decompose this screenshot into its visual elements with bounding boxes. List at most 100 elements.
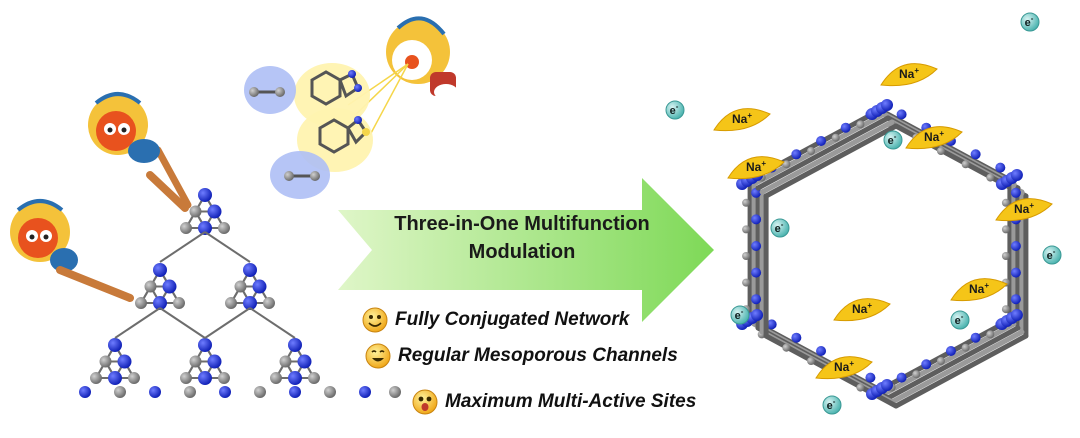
electron: e- (883, 130, 903, 150)
electron: e- (770, 218, 790, 238)
modulation-arrow (338, 178, 714, 322)
nitrogen-atom (995, 162, 1006, 173)
sodium-ion: Na+ (995, 198, 1053, 222)
nitrogen-atom (896, 372, 907, 383)
grin-smiley-icon (365, 343, 391, 369)
electron-label: e- (827, 397, 836, 412)
nitrogen-atom (970, 332, 981, 343)
carbon-atom (742, 225, 751, 234)
nitrogen-atom (288, 338, 302, 352)
nitrogen-atom (751, 294, 762, 305)
carbon-atom (389, 386, 401, 398)
nitrogen-atom (896, 109, 907, 120)
nitrogen-atom (198, 188, 212, 202)
nitrogen-atom (865, 372, 876, 383)
feature-label: Maximum Multi-Active Sites (445, 391, 697, 412)
carbon-atom (173, 297, 185, 310)
staff-line (56, 266, 134, 302)
happy-smiley-icon (362, 307, 388, 333)
carbon-atom (189, 355, 202, 368)
electron-label: e- (1047, 247, 1056, 262)
carbon-atom (936, 147, 945, 155)
electron: e- (665, 100, 685, 120)
electron: e- (950, 310, 970, 330)
sodium-ion-label: Na+ (969, 281, 989, 296)
nitrogen-atom (219, 386, 231, 398)
nitrogen-atom (117, 354, 132, 369)
sodium-ion-label: Na+ (899, 66, 919, 81)
carbon-atom (1001, 305, 1010, 314)
nitrogen-atom (108, 338, 122, 352)
carbon-atom (856, 120, 865, 129)
sodium-ion-label: Na+ (1014, 201, 1034, 216)
carbon-atom (912, 370, 921, 379)
carbon-atom (742, 278, 751, 287)
carbon-atom (986, 330, 995, 339)
nitrogen-atom (162, 279, 177, 294)
electron: e- (730, 305, 750, 325)
arrow-label: Three-in-One Multifunction Modulation (352, 210, 692, 266)
nitrogen-atom (970, 149, 981, 160)
feature-label: Regular Mesoporous Channels (398, 345, 678, 366)
carbon-atom (308, 372, 320, 385)
nitrogen-atom (198, 221, 212, 236)
sodium-ion: Na+ (815, 356, 873, 380)
electron: e- (822, 395, 842, 415)
nitrogen-atom (149, 386, 161, 398)
carbon-atom (128, 372, 140, 385)
nitrogen-atom (751, 309, 764, 321)
nitrogen-atom (881, 379, 893, 391)
carbon-atom (742, 198, 751, 207)
nitrogen-atom (289, 386, 301, 398)
nitrogen-atom (288, 371, 302, 386)
nitrogen-atom (207, 354, 222, 369)
nitrogen-atom (243, 296, 257, 311)
carbon-atom (114, 386, 126, 398)
nitrogen-atom (766, 319, 777, 330)
carbon-atom (742, 252, 751, 260)
feature-label: Fully Conjugated Network (395, 309, 630, 330)
carbon-atom (135, 297, 147, 310)
arrow-label-line2: Modulation (468, 241, 576, 263)
carbon-atom (1001, 198, 1010, 207)
sodium-ion: Na+ (880, 63, 938, 87)
carbon-atom (218, 372, 230, 385)
nitrogen-atom (1010, 241, 1021, 251)
carbon-atom (218, 222, 230, 235)
electron-label: e- (670, 102, 679, 117)
sodium-ion-label: Na+ (852, 301, 872, 316)
feature-fully-conjugated: Fully Conjugated Network (395, 305, 629, 335)
nitrogen-atom (153, 263, 167, 277)
monkey-character-icon (10, 199, 78, 272)
nitrogen-atom (1010, 169, 1023, 181)
nitrogen-atom (751, 214, 762, 225)
nitrogen-atom (751, 241, 762, 251)
carbon-atom (986, 173, 995, 182)
benzimidazole-molecule-lower (270, 108, 373, 199)
nitrogen-atom (816, 136, 827, 146)
sodium-ion-label: Na+ (834, 359, 854, 374)
triazine-network (79, 188, 401, 398)
carbon-atom (856, 383, 865, 392)
carbon-atom (1001, 252, 1010, 260)
carbon-atom (254, 386, 266, 398)
carbon-atom (782, 343, 791, 352)
nitrogen-atom (153, 296, 167, 311)
nitrogen-atom (79, 386, 91, 398)
nitrogen-atom (1010, 187, 1021, 198)
sodium-ion-label: Na+ (924, 129, 944, 144)
sodium-ion: Na+ (950, 278, 1008, 302)
sodium-ion-label: Na+ (732, 111, 752, 126)
nitrogen-atom (1010, 294, 1021, 305)
staff-line (146, 171, 189, 212)
nitrogen-atom (297, 354, 312, 369)
sodium-ion: Na+ (833, 298, 891, 322)
carbon-atom (807, 357, 816, 365)
surprised-smiley-icon (412, 389, 438, 415)
carbon-atom (961, 160, 970, 169)
nitrogen-atom (252, 279, 267, 294)
electron-label: e- (1025, 14, 1034, 29)
carbon-atom (807, 147, 816, 155)
